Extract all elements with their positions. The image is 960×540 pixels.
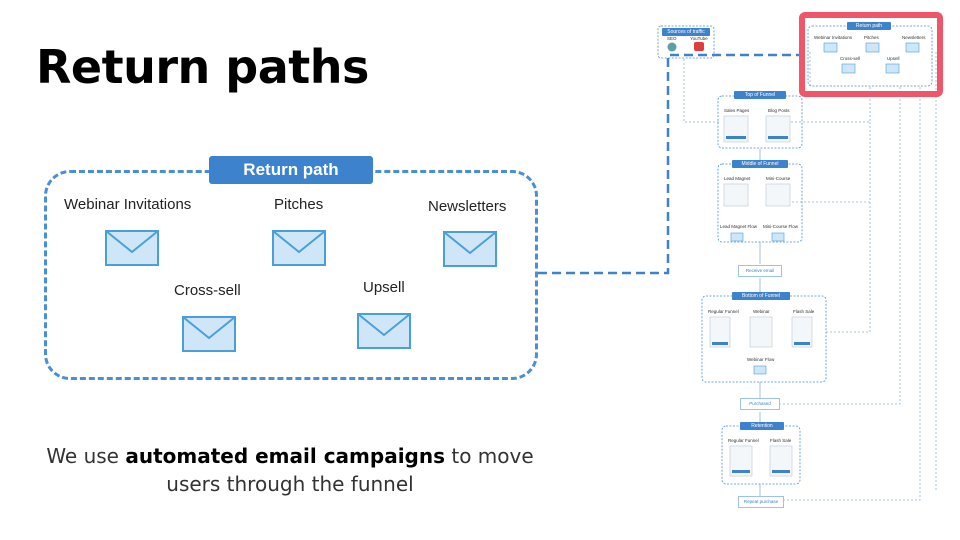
thumb-top-title: Top of Funnel [734, 91, 786, 99]
thumb-rp-upsell: Upsell [887, 56, 900, 61]
thumb-middle-title: Middle of Funnel [732, 160, 788, 168]
thumb-top-sales-pages: Sales Pages [724, 108, 750, 113]
thumb-top-blog-posts: Blog Posts [768, 108, 790, 113]
mail-label-newsletters: Newsletters [428, 198, 507, 215]
thumb-middle-lead-magnet-flow: Lead Magnet Flow [720, 224, 758, 229]
thumb-bottom-webinar-flow: Webinar Flow [747, 357, 775, 362]
caption: We use automated email campaigns to move… [46, 444, 534, 496]
thumb-bottom-regular-funnel: Regular Funnel [708, 309, 739, 314]
thumb-middle-lead-magnet: Lead Magnet [724, 176, 751, 181]
thumb-return-path-title: Return path [847, 22, 891, 30]
funnel-wires [657, 12, 943, 501]
thumb-receive-email: Receive email [738, 265, 782, 277]
thumb-repeat-purchase: Repeat purchase [738, 496, 784, 508]
thumb-retention-regular-funnel: Regular Funnel [728, 438, 759, 443]
envelope-icon [357, 313, 411, 349]
mail-label-webinar-invitations: Webinar Invitations [64, 196, 192, 213]
mail-label-pitches: Pitches [274, 196, 324, 213]
thumb-retention-flash-sale: Flash Sale [770, 438, 792, 443]
thumb-middle-mini-course: Mini-Course [766, 176, 791, 181]
caption-bold: automated email campaigns [125, 444, 446, 468]
thumb-source-youtube: YouTube [690, 36, 708, 41]
mail-label-upsell: Upsell [363, 279, 405, 296]
funnel-thumbnail: Sources of traffic SEO YouTube Return pa… [650, 12, 946, 512]
thumb-bottom-title: Bottom of Funnel [732, 292, 790, 300]
envelope-icon [443, 231, 497, 267]
thumb-source-seo: SEO [667, 36, 677, 41]
thumb-purchased: Purchased [740, 398, 780, 410]
thumb-rp-webinar: Webinar Invitations [814, 35, 853, 40]
thumb-bottom-flash-sale: Flash Sale [793, 309, 815, 314]
envelope-icon [182, 316, 236, 352]
thumb-retention-title: Retention [740, 422, 784, 430]
thumb-rp-cross-sell: Cross-sell [840, 56, 861, 61]
envelope-icon [272, 230, 326, 266]
thumb-middle-mini-course-flow: Mini-Course Flow [763, 224, 799, 229]
thumb-sources-title: Sources of traffic [662, 28, 710, 36]
thumb-rp-newsletters: Newsletters [902, 35, 926, 40]
return-path-header: Return path [209, 156, 373, 184]
thumb-rp-pitches: Pitches [864, 35, 879, 40]
slide-title: Return paths [36, 40, 369, 94]
mail-label-cross-sell: Cross-sell [174, 282, 241, 299]
thumb-bottom-webinar: Webinar [753, 309, 770, 314]
envelope-icon [105, 230, 159, 266]
